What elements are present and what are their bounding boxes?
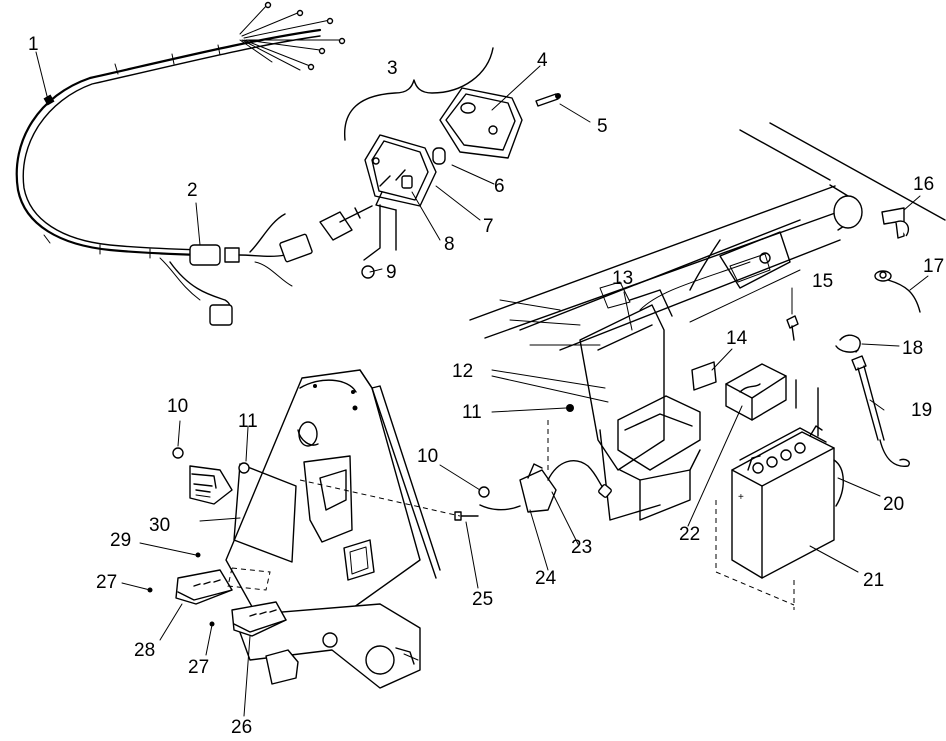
label-12: 12 [452, 361, 473, 382]
label-20: 20 [883, 494, 904, 515]
label-19: 19 [911, 400, 932, 421]
tail-light-assembly [319, 47, 561, 279]
wiring-harness [15, 1, 346, 326]
label-6: 6 [494, 176, 505, 197]
front-panel [147, 369, 479, 689]
label-28: 28 [134, 640, 155, 661]
battery: + [715, 363, 844, 610]
label-29: 29 [110, 530, 131, 551]
part-labels: 1 2 3 4 5 6 7 8 9 10 11 12 13 14 15 16 1… [28, 34, 944, 738]
label-1: 1 [28, 34, 39, 55]
svg-text:+: + [738, 492, 744, 503]
label-10-right: 10 [417, 446, 438, 467]
label-24: 24 [535, 568, 557, 589]
label-16: 16 [913, 174, 934, 195]
leader-lines [35, 51, 929, 717]
battery-box [579, 289, 717, 521]
frame-rail [469, 122, 946, 351]
label-27-bottom: 27 [188, 657, 209, 678]
label-7: 7 [483, 216, 494, 237]
label-15: 15 [812, 271, 833, 292]
label-2: 2 [187, 180, 198, 201]
label-17: 17 [923, 256, 944, 277]
label-18: 18 [902, 338, 923, 359]
label-27-top: 27 [96, 572, 117, 593]
label-3: 3 [387, 58, 398, 79]
label-9: 9 [386, 262, 397, 283]
label-26: 26 [231, 717, 252, 736]
starter-relay [478, 404, 612, 513]
label-11-left: 11 [238, 411, 258, 432]
label-8: 8 [444, 234, 455, 255]
label-21: 21 [863, 570, 884, 591]
label-13: 13 [612, 268, 633, 289]
label-14: 14 [726, 328, 748, 349]
right-side-parts [786, 207, 921, 467]
label-10-left: 10 [167, 396, 188, 417]
label-4: 4 [537, 50, 548, 71]
label-23: 23 [571, 537, 592, 558]
label-11-right: 11 [462, 402, 482, 423]
label-30: 30 [149, 515, 170, 536]
label-5: 5 [597, 116, 608, 137]
label-25: 25 [472, 589, 493, 610]
label-22: 22 [679, 524, 700, 545]
